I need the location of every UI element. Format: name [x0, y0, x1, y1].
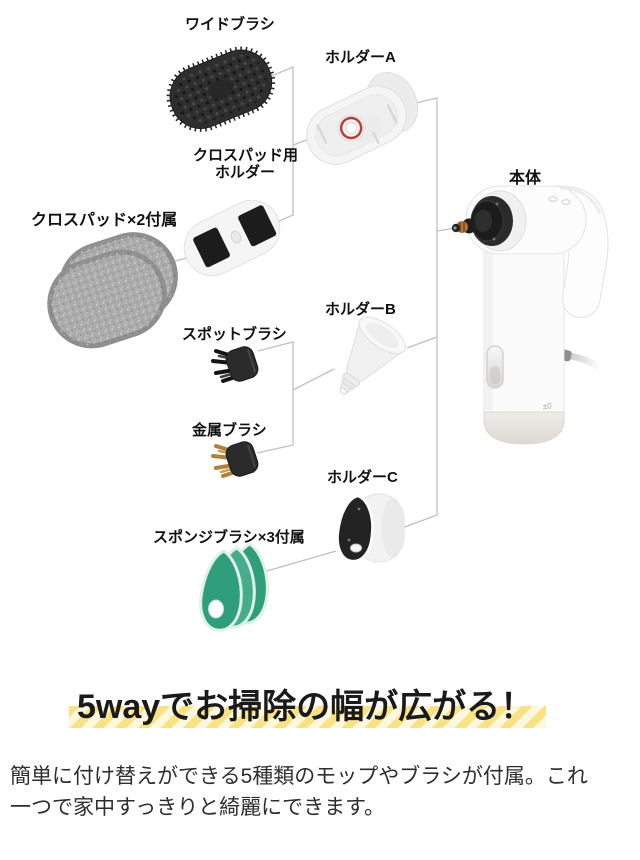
holder-b-stub: [406, 336, 438, 349]
connector-lines: [151, 66, 456, 574]
product-diagram: ±0 ワイドブラシ ホルダーA クロスパッド用 ホルダー クロスパッド×2付属 …: [31, 16, 609, 632]
main-body-image: ±0: [451, 185, 609, 445]
label-holder-c: ホルダーC: [327, 469, 398, 486]
body-tank: [483, 239, 565, 441]
label-cloth-pads: クロスパッド×2付属: [31, 212, 178, 229]
cloth-pads-image: [47, 232, 178, 349]
label-sponge-brush: スポンジブラシ×3付属: [153, 529, 305, 546]
label-cloth-pad-holder-line1: クロスパッド用: [193, 147, 299, 164]
label-cloth-pad-holder: クロスパッド用 ホルダー: [193, 147, 299, 181]
headline-text: 5wayでお掃除の幅が広がる！: [68, 679, 547, 728]
headline: 5wayでお掃除の幅が広がる！: [68, 679, 547, 728]
spot-brush-image: [211, 346, 259, 383]
bracket-holder-b-stub: [292, 368, 335, 391]
metal-brush-image: [211, 441, 259, 478]
body-logo: ±0: [543, 401, 553, 411]
label-main-body: 本体: [509, 170, 542, 187]
label-wide-brush: ワイドブラシ: [185, 16, 275, 33]
sponge-brushes-image: [199, 542, 269, 632]
holder-a-image: [306, 72, 419, 165]
holder-c-image: [336, 493, 405, 563]
label-cloth-pad-holder-line2: ホルダー: [214, 164, 275, 181]
cloth-pad-holder-image: [183, 199, 281, 277]
steam-nozzle: [470, 190, 527, 252]
bracket-holder-b: [256, 341, 294, 454]
wide-brush-image: [166, 46, 276, 132]
description-line1: 簡単に付け替えができる5種類のモップやブラシが付属。これ: [10, 765, 588, 788]
sponge-connector: [259, 550, 337, 574]
label-spot-brush: スポットブラシ: [182, 326, 287, 343]
brass-tip: [451, 218, 476, 234]
diagram-canvas: ±0: [47, 46, 609, 632]
label-metal-brush: 金属ブラシ: [192, 422, 267, 439]
description: 簡単に付け替えができる5種類のモップやブラシが付属。これ 一つで家中すっきりと綺…: [10, 761, 630, 823]
body-connector: [401, 97, 438, 529]
body-base: [483, 411, 565, 445]
label-holder-a: ホルダーA: [325, 49, 396, 66]
description-line2: 一つで家中すっきりと綺麗にできます。: [10, 796, 386, 819]
label-holder-b: ホルダーB: [325, 301, 396, 318]
holder-b-image: [339, 316, 406, 395]
